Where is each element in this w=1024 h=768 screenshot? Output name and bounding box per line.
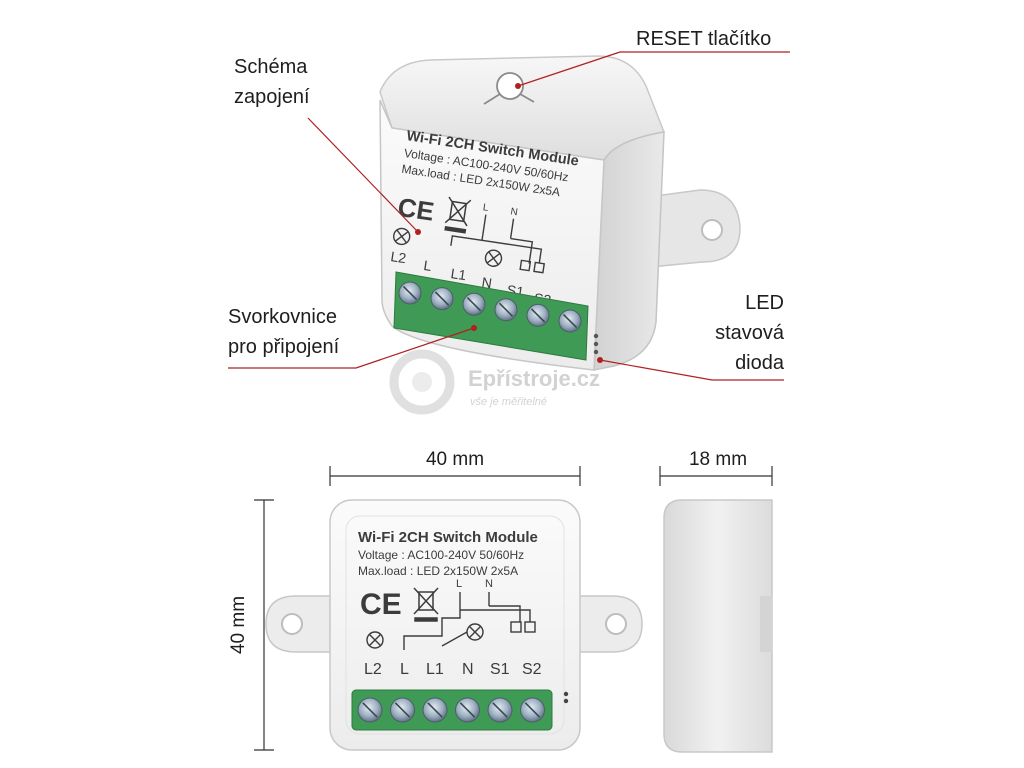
terminal-screw-perspective-slot <box>562 313 578 329</box>
led-status-dots-front <box>563 691 569 704</box>
terminal-screw-perspective-slot <box>434 291 450 306</box>
terminal-screw-front-slot <box>492 702 508 718</box>
terminal-screw-front-slot <box>459 702 476 718</box>
callout-line-terminal <box>228 327 475 369</box>
callout-led-line3: dioda <box>735 352 784 374</box>
callout-schema: Schéma zapojení <box>234 52 310 112</box>
callout-schema-line1: Schéma <box>234 56 308 78</box>
terminal-screws-front <box>357 697 545 723</box>
terminal-label-n: N <box>462 661 474 678</box>
mounting-hole-right <box>701 219 723 241</box>
schematic-top-l-front: L <box>456 578 462 590</box>
mounting-hole-left <box>281 613 303 635</box>
schematic-top-n: N <box>510 206 519 218</box>
callout-line-led <box>599 359 784 381</box>
weee-bin-icon <box>444 196 472 234</box>
callout-reset-text: RESET tlačítko <box>636 28 772 50</box>
ce-mark-perspective: CE <box>396 192 436 227</box>
housing-front <box>329 499 581 751</box>
callout-terminal-line2: pro připojení <box>228 336 340 358</box>
terminal-screw-front-slot <box>427 702 443 718</box>
led-status-dots <box>593 333 599 355</box>
callout-terminal: Svorkovnice pro připojení <box>228 302 339 362</box>
watermark-logo-icon <box>389 349 455 415</box>
callout-led-line2: stavová <box>715 322 784 344</box>
lamp-symbol-l2 <box>393 227 411 246</box>
wiring-schematic-perspective <box>450 214 546 274</box>
terminal-label-l: L <box>400 661 409 678</box>
terminal-label-n-p: N <box>481 274 493 291</box>
terminal-label-l-p: L <box>423 257 433 274</box>
mounting-ear-right <box>639 189 741 269</box>
callout-led-line1: LED <box>745 292 784 314</box>
label-title-front: Wi-Fi 2CH Switch Module <box>358 529 538 546</box>
terminal-screw-perspective-slot <box>498 302 514 317</box>
callout-schema-line2: zapojení <box>234 86 310 108</box>
weee-bin-icon-front <box>413 587 439 622</box>
terminal-screw-front-slot <box>394 702 411 718</box>
device-perspective-view: Wi-Fi 2CH Switch Module Voltage : AC100-… <box>379 55 741 371</box>
terminal-screw-front-slot <box>524 702 541 718</box>
terminal-label-l1-p: L1 <box>450 265 468 283</box>
callout-reset: RESET tlačítko <box>636 24 771 54</box>
reset-button <box>483 72 535 105</box>
device-front-view: Wi-Fi 2CH Switch Module Voltage : AC100-… <box>265 499 643 751</box>
terminal-screw-perspective-slot <box>402 285 418 301</box>
dim-height-label: 40 mm <box>228 596 249 654</box>
terminal-screw-front-slot <box>362 702 378 718</box>
mounting-hole-right-front <box>605 613 627 635</box>
terminal-screws-perspective <box>398 281 582 333</box>
terminal-label-s1: S1 <box>490 661 510 678</box>
label-voltage-front: Voltage : AC100-240V 50/60Hz <box>358 548 524 562</box>
device-side-view <box>663 499 773 753</box>
ce-mark-front: CE <box>360 588 402 621</box>
label-maxload-front: Max.load : LED 2x150W 2x5A <box>358 564 518 578</box>
terminal-label-l2: L2 <box>364 661 382 678</box>
dim-depth-label: 18 mm <box>689 449 747 470</box>
watermark <box>389 349 455 415</box>
callout-led: LED stavová dioda <box>700 288 784 378</box>
dim-width-label: 40 mm <box>426 449 484 470</box>
watermark-brand: Epřístroje.cz <box>468 366 601 391</box>
dimension-lines <box>254 466 773 751</box>
housing-side-profile <box>663 499 773 753</box>
callout-line-schema <box>307 117 419 233</box>
wiring-schematic-front <box>403 592 536 650</box>
terminal-screw-perspective-slot <box>530 308 546 323</box>
terminal-label-l2-p: L2 <box>390 248 408 266</box>
callout-terminal-line1: Svorkovnice <box>228 306 337 328</box>
housing-right-face <box>593 131 665 371</box>
terminal-label-s2: S2 <box>522 661 542 678</box>
watermark-tagline: vše je měřitelné <box>470 396 548 408</box>
schematic-top-n-front: N <box>485 578 493 590</box>
callout-lines <box>228 51 790 381</box>
terminal-label-l1: L1 <box>426 661 444 678</box>
terminal-screw-perspective-slot <box>466 297 482 312</box>
schematic-top-l: L <box>482 202 490 214</box>
lamp-symbol-l2-front <box>366 631 384 649</box>
